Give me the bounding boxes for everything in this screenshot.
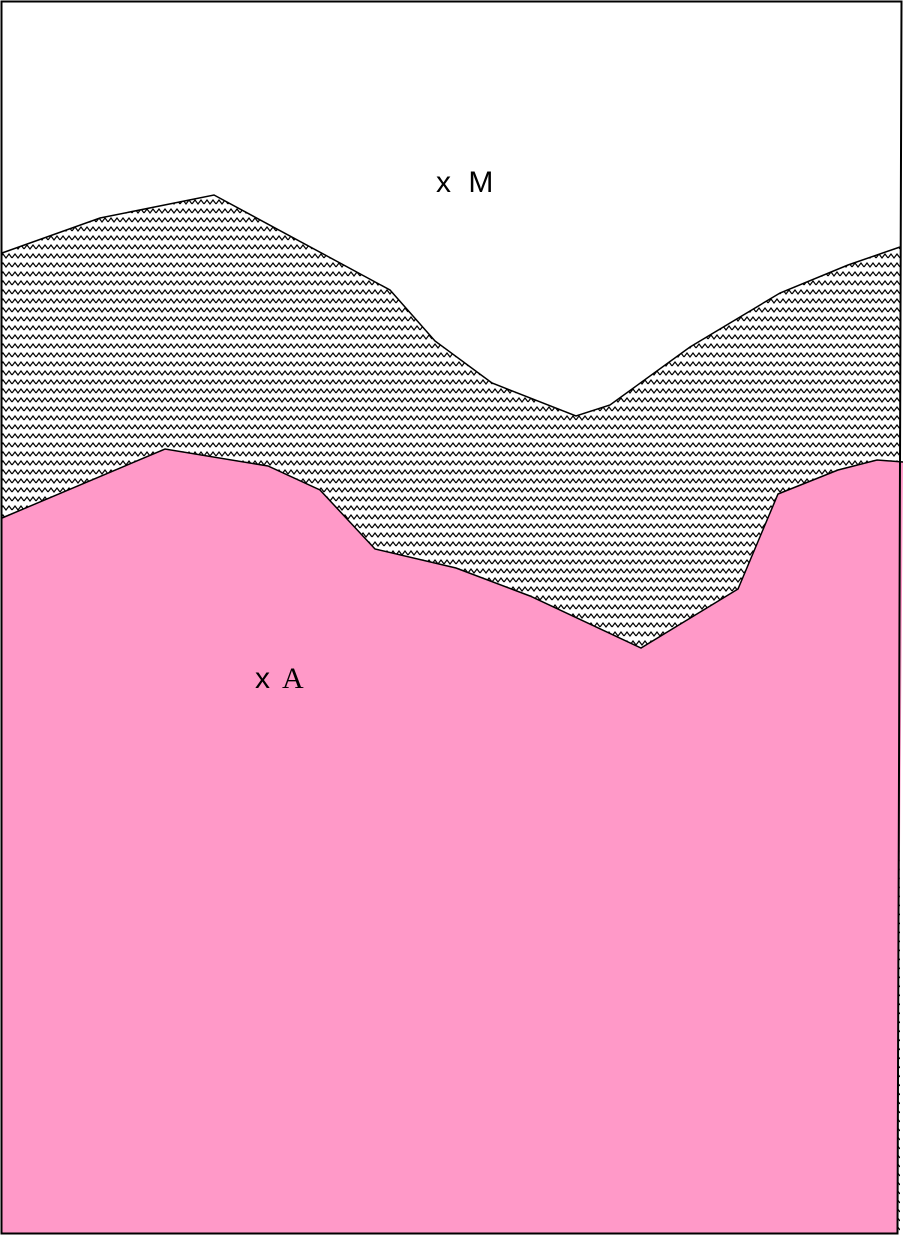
point-m-marker: x [436,166,451,199]
point-m-name: M [468,166,493,199]
point-a-name: A [282,662,304,695]
point-a-marker: x [255,662,270,695]
